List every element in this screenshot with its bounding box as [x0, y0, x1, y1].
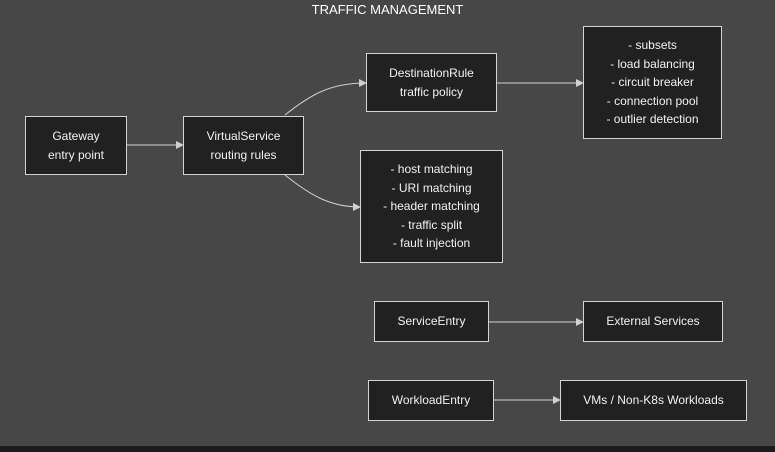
- edge-virtualservice-to-details: [284, 174, 361, 211]
- serviceentry-label: ServiceEntry: [397, 314, 466, 329]
- vs-detail-line: - URI matching: [391, 180, 472, 195]
- dr-detail-line: - load balancing: [610, 56, 695, 71]
- vs-detail-line: - header matching: [383, 199, 480, 214]
- vs-detail-line: - host matching: [390, 162, 473, 177]
- destinationrule-label: DestinationRule: [389, 66, 474, 80]
- workloadentry-label: WorkloadEntry: [391, 393, 471, 408]
- dr-detail-line: - outlier detection: [606, 112, 699, 127]
- dr-detail-line: - connection pool: [606, 93, 699, 108]
- destinationrule-details-node: - subsets - load balancing - circuit bre…: [583, 26, 722, 139]
- vms-node: VMs / Non-K8s Workloads: [560, 380, 747, 421]
- workloadentry-node: WorkloadEntry: [368, 380, 494, 421]
- gateway-sublabel: entry point: [47, 147, 105, 162]
- virtualservice-label: VirtualService: [206, 129, 281, 143]
- external-services-label: External Services: [606, 314, 700, 329]
- gateway-node: Gateway entry point: [25, 116, 127, 175]
- serviceentry-node: ServiceEntry: [374, 301, 489, 342]
- vms-label: VMs / Non-K8s Workloads: [583, 393, 724, 408]
- virtualservice-sublabel: routing rules: [210, 147, 277, 162]
- diagram-title: TRAFFIC MANAGEMENT: [311, 2, 464, 17]
- vs-detail-line: - fault injection: [392, 236, 471, 251]
- edge-virtualservice-to-destinationrule: [284, 79, 367, 116]
- bottom-bar: [0, 446, 775, 452]
- virtualservice-node: VirtualService routing rules: [183, 116, 304, 175]
- vs-detail-line: - traffic split: [400, 217, 463, 232]
- dr-detail-line: - circuit breaker: [611, 75, 694, 90]
- destinationrule-sublabel: traffic policy: [399, 84, 464, 99]
- virtualservice-details-node: - host matching - URI matching - header …: [360, 150, 503, 263]
- dr-detail-line: - subsets: [628, 38, 677, 53]
- destinationrule-node: DestinationRule traffic policy: [366, 53, 497, 112]
- external-services-node: External Services: [583, 301, 723, 342]
- gateway-label: Gateway: [52, 129, 100, 143]
